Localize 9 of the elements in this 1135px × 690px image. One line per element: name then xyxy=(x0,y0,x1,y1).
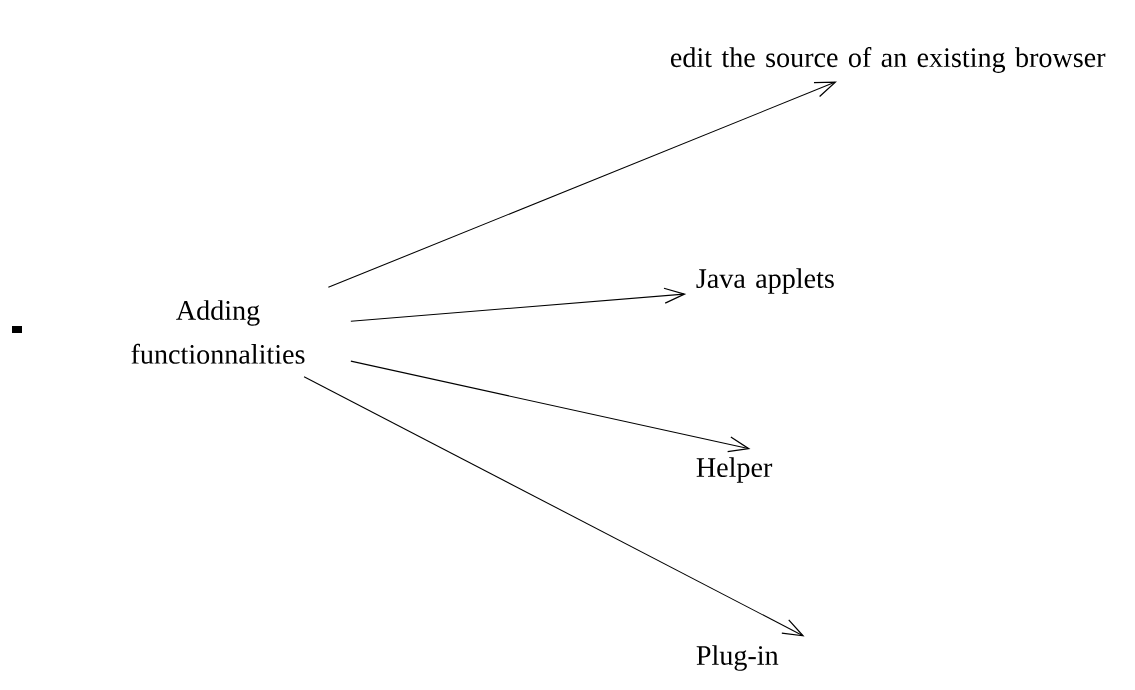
arrow xyxy=(350,287,687,322)
text-label: Helper xyxy=(696,457,773,483)
text-label: edit the source of an existing browser xyxy=(670,47,1106,73)
text-label: Plug-in xyxy=(696,645,779,671)
arrow xyxy=(303,376,805,637)
arrow xyxy=(327,81,837,288)
text-label: Java applets xyxy=(696,268,834,294)
arrow xyxy=(350,360,751,453)
text-label: Adding functionnalities xyxy=(131,300,305,364)
